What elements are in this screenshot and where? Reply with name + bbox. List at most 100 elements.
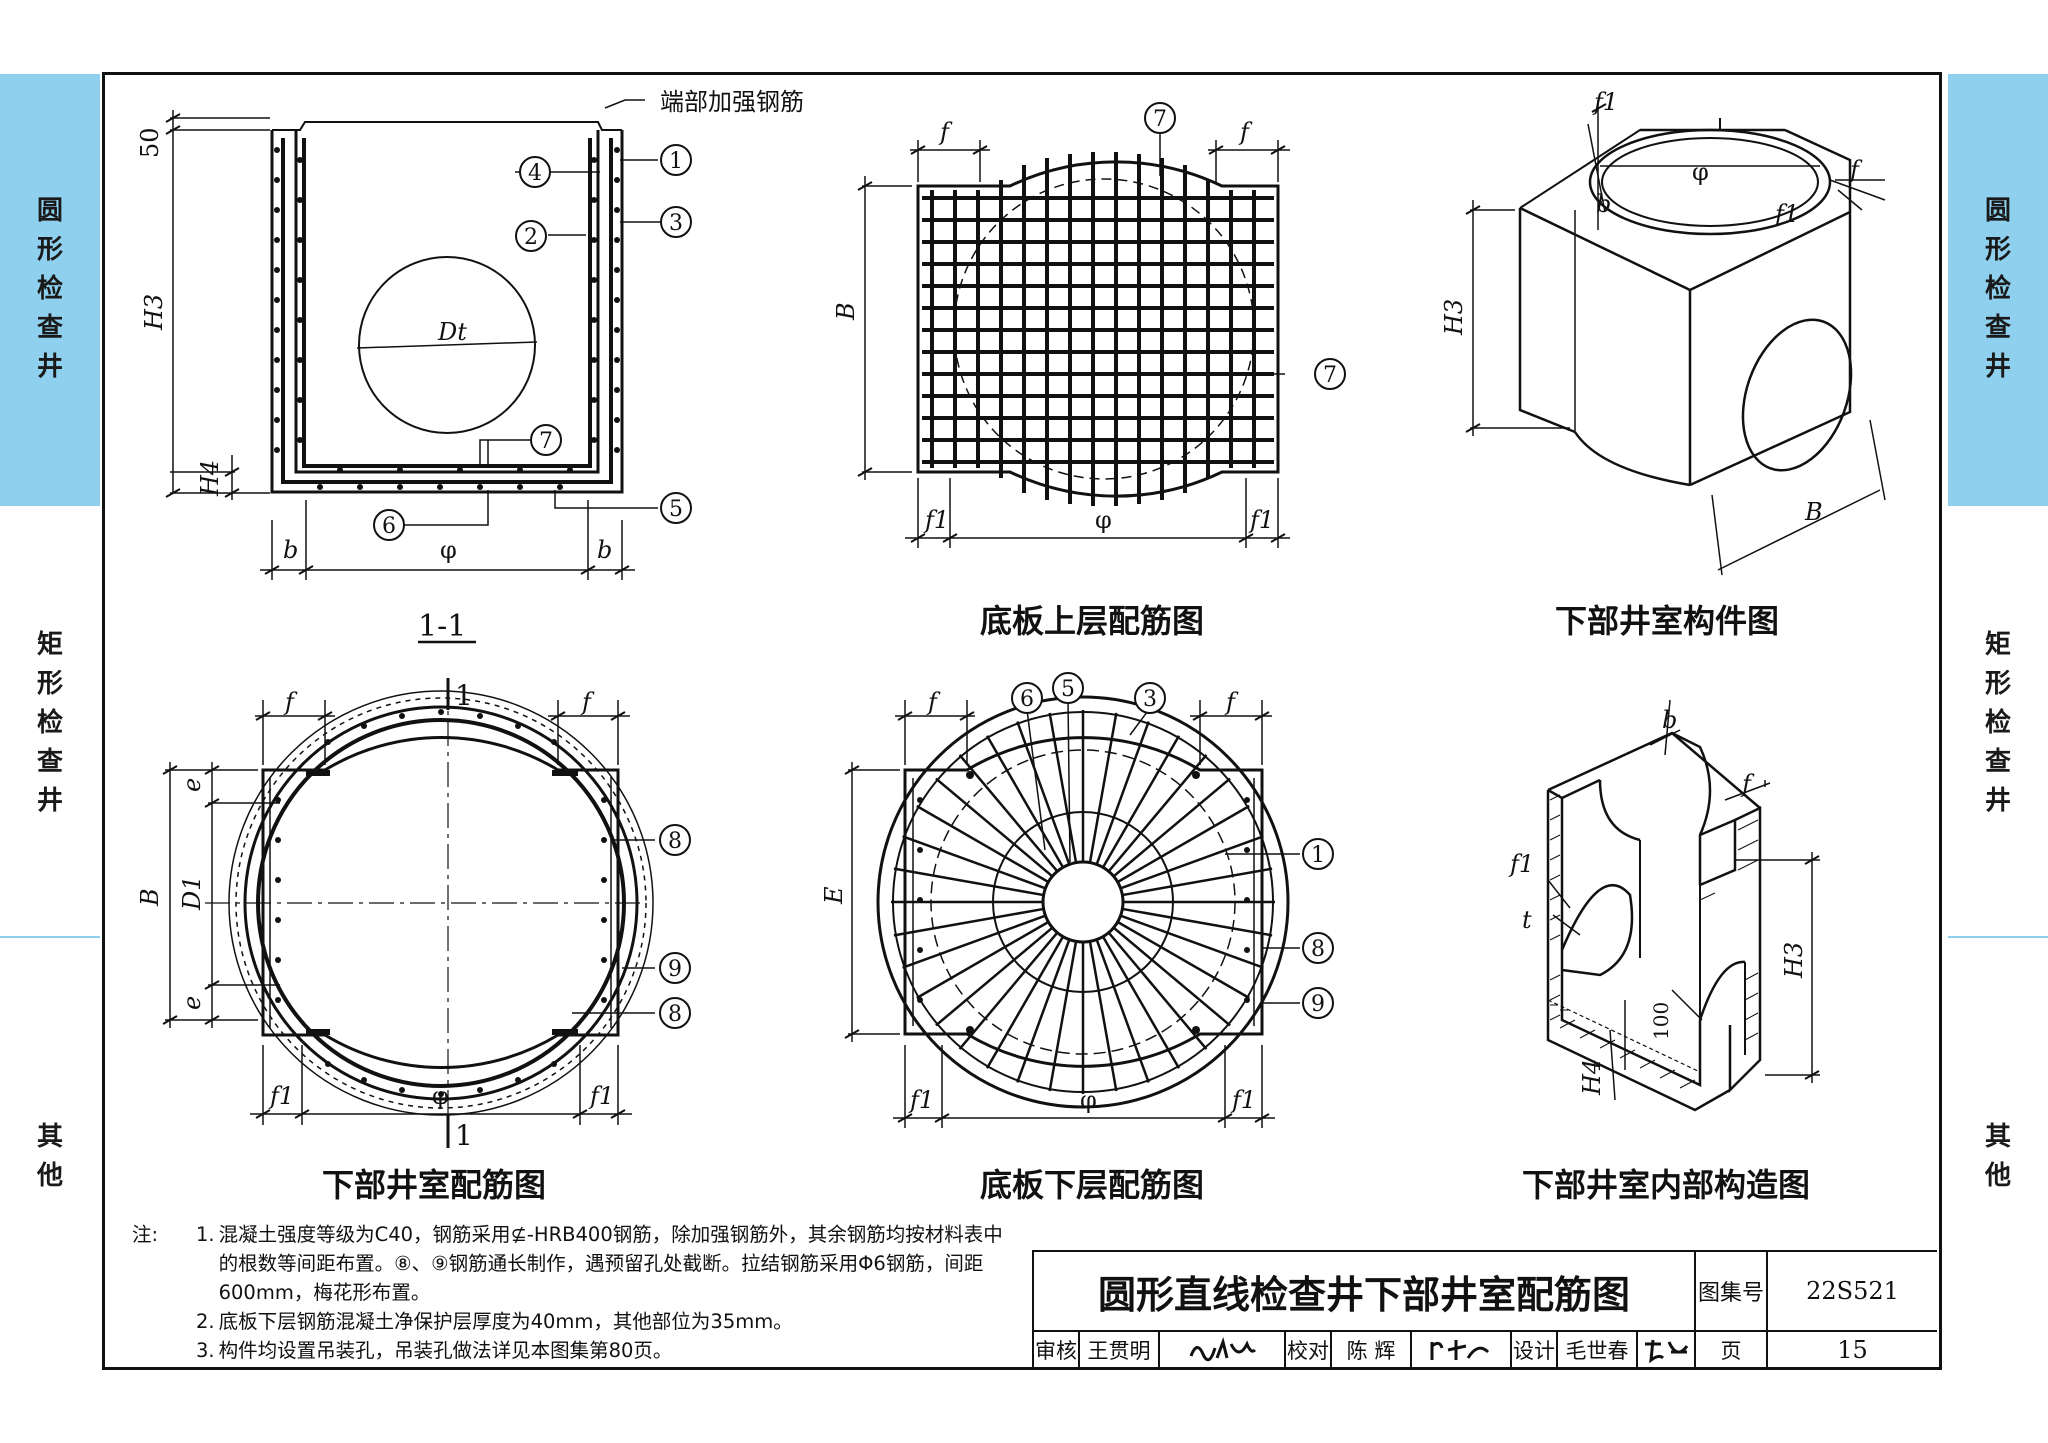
design-signature bbox=[1638, 1332, 1696, 1367]
radial-bar bbox=[1107, 931, 1208, 1050]
note-text: 底板下层钢筋混凝土净保护层厚度为40mm，其他部位为35mm。 bbox=[218, 1310, 793, 1333]
marker-number: 2 bbox=[524, 225, 538, 250]
dim-f-right: f bbox=[580, 688, 595, 716]
marker-number: 6 bbox=[382, 514, 396, 539]
dim-phi: φ bbox=[1080, 1086, 1097, 1114]
left-tab-round-well[interactable]: 圆 形 检 查 井 bbox=[0, 74, 100, 506]
dim-f1: f1 bbox=[1592, 88, 1618, 116]
marker-circle bbox=[1302, 838, 1334, 870]
radial-bar bbox=[1101, 735, 1181, 868]
drawing-sheet-border bbox=[102, 72, 1942, 1370]
drawing-title: 圆形直线检查井下部井室配筋图 bbox=[1034, 1252, 1696, 1332]
dim-b: b bbox=[1596, 190, 1611, 218]
radial-bar bbox=[1107, 754, 1208, 873]
rebar-dots-left bbox=[274, 147, 620, 490]
marker-number: 4 bbox=[528, 161, 542, 186]
radial-bar bbox=[935, 926, 1054, 1027]
radial-bar bbox=[902, 914, 1046, 969]
marker-number: 8 bbox=[668, 1002, 682, 1027]
rebar-dots-ring bbox=[275, 709, 607, 1097]
radial-bar bbox=[1120, 835, 1264, 890]
radial-bar bbox=[935, 777, 1054, 878]
dim-b-right-label: b bbox=[597, 536, 612, 564]
right-tab-other[interactable]: 其 他 bbox=[1948, 938, 2048, 1368]
note-text: 混凝土强度等级为C40，钢筋采用⊈-HRB400钢筋，除加强钢筋外，其余钢筋均按… bbox=[218, 1223, 1003, 1304]
radial-bar bbox=[1122, 907, 1273, 937]
dim-f-left: f bbox=[283, 688, 298, 716]
notes-block: 注: 1. 混凝土强度等级为C40，钢筋采用⊈-HRB400钢筋，除加强钢筋外，… bbox=[132, 1220, 1032, 1365]
dim-h4-label: H4 bbox=[196, 460, 224, 497]
callout-end-reinforcement: 端部加强钢筋 bbox=[660, 88, 804, 116]
marker-circle bbox=[659, 952, 691, 984]
left-tab-other[interactable]: 其 他 bbox=[0, 938, 100, 1368]
marker-number: 3 bbox=[669, 211, 683, 236]
radial-bar bbox=[1088, 712, 1118, 863]
lower-chamber-rebar-view bbox=[162, 678, 655, 1148]
marker-number: 1 bbox=[1311, 843, 1325, 868]
dim-f1-right: f1 bbox=[1248, 506, 1274, 534]
review-name: 王贯明 bbox=[1080, 1332, 1160, 1367]
right-tab-round-well[interactable]: 圆 形 检 查 井 bbox=[1948, 74, 2048, 506]
marker-circle bbox=[659, 824, 691, 856]
dim-h3: H3 bbox=[1440, 299, 1468, 336]
corner-bars bbox=[306, 770, 578, 1035]
radial-bar bbox=[1016, 721, 1071, 865]
notes-head: 注: bbox=[132, 1223, 159, 1246]
radial-bar bbox=[1016, 939, 1071, 1083]
marker-circle bbox=[519, 156, 551, 188]
radial-bar bbox=[1048, 941, 1078, 1092]
section-1-1-view bbox=[165, 99, 660, 580]
dim-b: b bbox=[1662, 706, 1677, 734]
radial-bar bbox=[1048, 712, 1078, 863]
dim-f1-right: f1 bbox=[588, 1082, 614, 1110]
dim-f-left: f bbox=[938, 118, 953, 146]
dim-e-bottom: e bbox=[178, 996, 206, 1010]
dim-100: 100 bbox=[1649, 1002, 1673, 1040]
dim-f: f bbox=[1740, 770, 1755, 798]
signature-image bbox=[1645, 1339, 1689, 1363]
marker-number: 5 bbox=[669, 497, 683, 522]
radial-bar bbox=[1112, 777, 1231, 878]
page-label: 页 bbox=[1696, 1332, 1768, 1367]
marker-number: 5 bbox=[1061, 677, 1075, 702]
section-mark-bottom: 1 bbox=[455, 1119, 473, 1152]
rebar-grid bbox=[922, 152, 1274, 506]
radial-bar bbox=[1095, 939, 1150, 1083]
dim-f1-right: f1 bbox=[1230, 1086, 1256, 1114]
dim-b-upper: B bbox=[1804, 498, 1823, 526]
marker-circle bbox=[1302, 932, 1334, 964]
marker-circle bbox=[660, 492, 692, 524]
check-name: 陈 辉 bbox=[1332, 1332, 1412, 1367]
dim-phi-label: φ bbox=[440, 536, 457, 564]
dim-f-left: f bbox=[926, 688, 941, 716]
right-tab-rect-well[interactable]: 矩 形 检 查 井 bbox=[1948, 506, 2048, 938]
radial-bar bbox=[902, 835, 1046, 890]
check-label: 校对 bbox=[1286, 1332, 1332, 1367]
section-mark-top: 1 bbox=[455, 679, 473, 712]
left-tab-rect-well[interactable]: 矩 形 检 查 井 bbox=[0, 506, 100, 938]
marker-circle bbox=[1314, 358, 1346, 390]
hatching bbox=[1549, 794, 1759, 1089]
note-num: 1. bbox=[196, 1223, 215, 1246]
marker-number: 7 bbox=[539, 429, 553, 454]
bottom-lower-rebar-view bbox=[844, 695, 1300, 1128]
radial-bar bbox=[1112, 926, 1231, 1027]
marker-number: 8 bbox=[668, 829, 682, 854]
radial-bar bbox=[985, 936, 1065, 1069]
dim-b-upper: B bbox=[832, 302, 860, 321]
signature-image bbox=[1189, 1336, 1257, 1361]
tab-label: 圆 形 检 查 井 bbox=[36, 196, 63, 382]
note-num: 3. bbox=[196, 1339, 215, 1362]
radial-bar bbox=[916, 920, 1049, 1000]
marker-circle bbox=[1134, 682, 1166, 714]
marker-circle bbox=[1144, 102, 1176, 134]
marker-number: 7 bbox=[1153, 107, 1167, 132]
tab-label: 矩 形 检 查 井 bbox=[36, 630, 63, 816]
radial-bar bbox=[958, 754, 1059, 873]
marker-circle bbox=[373, 509, 405, 541]
dim-t: t bbox=[1522, 906, 1532, 934]
note-num: 2. bbox=[196, 1310, 215, 1333]
radial-bar bbox=[916, 804, 1049, 884]
